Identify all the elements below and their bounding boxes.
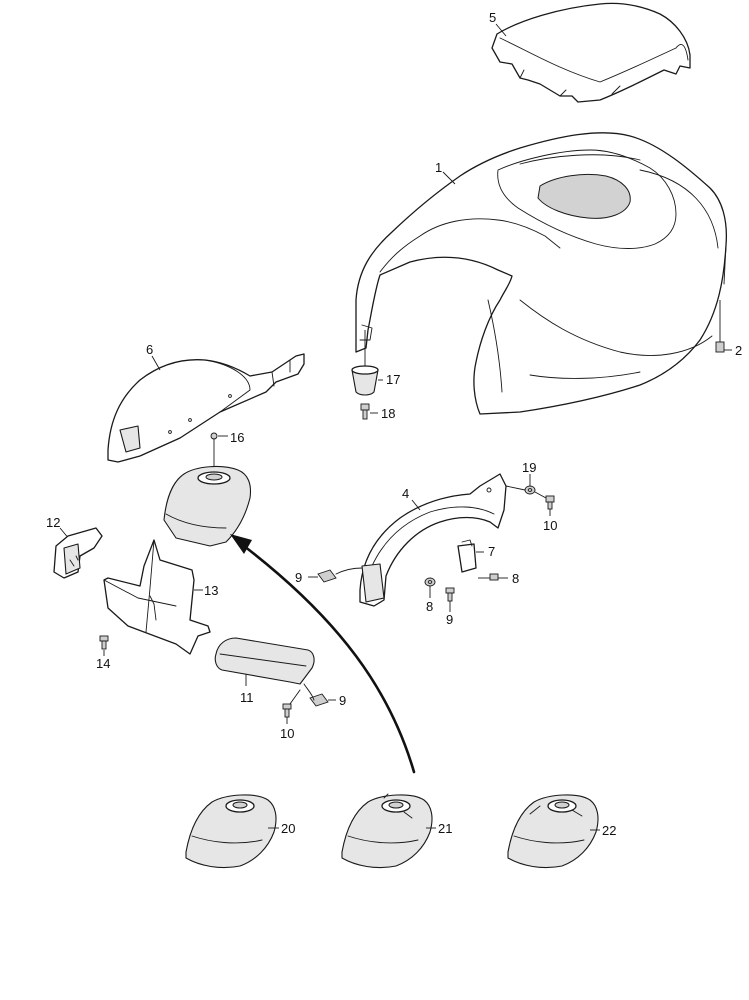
callout-9-lower: 9 xyxy=(339,693,346,708)
callout-6: 7 xyxy=(488,544,495,559)
part-3-top-cover xyxy=(491,2,691,103)
callout-13: 13 xyxy=(204,583,218,598)
part-7-washer xyxy=(424,577,436,598)
part-6-bracket xyxy=(457,539,484,573)
part-10-screw-right xyxy=(534,491,555,516)
callout-3: 5 xyxy=(489,10,496,25)
part-2-screw xyxy=(715,300,732,353)
callout-20: 20 xyxy=(281,821,295,836)
callout-4: 4 xyxy=(402,486,409,501)
part-20-tank-variant xyxy=(185,794,279,869)
part-21-tank-variant xyxy=(341,793,436,869)
part-tank-center xyxy=(163,465,252,547)
part-5-rear-bracket xyxy=(107,353,305,463)
callout-16: 16 xyxy=(230,430,244,445)
part-19-washer xyxy=(505,474,536,495)
part-13-lower-cover xyxy=(103,539,211,655)
callout-8-center: 9 xyxy=(446,612,453,627)
callout-18: 18 xyxy=(381,406,395,421)
callout-11: 11 xyxy=(240,690,254,705)
part-14-screw xyxy=(99,635,109,656)
callout-14: 14 xyxy=(96,656,110,671)
part-8-screw-right xyxy=(478,573,508,581)
callout-8-right: 8 xyxy=(512,571,519,586)
callout-21: 21 xyxy=(438,821,452,836)
callout-1: 1 xyxy=(435,160,442,175)
part-1-main-hood xyxy=(355,132,728,415)
callout-5: 6 xyxy=(146,342,153,357)
callout-10-right: 10 xyxy=(543,518,557,533)
callout-2: 2 xyxy=(735,343,742,358)
callout-12: 12 xyxy=(46,515,60,530)
part-8-screw-center xyxy=(445,587,455,612)
callout-labels: 5 1 2 6 17 18 16 19 4 10 12 7 9 8 13 8 9… xyxy=(46,10,742,838)
callout-10-lower: 10 xyxy=(280,726,294,741)
part-4-front-fender xyxy=(359,473,507,607)
part-22-tank-variant xyxy=(507,794,600,869)
part-9-clip-lower xyxy=(303,683,336,707)
callout-7: 8 xyxy=(426,599,433,614)
part-11-side-panel xyxy=(214,637,315,686)
part-10-screw-lower xyxy=(282,689,301,724)
part-16-pin xyxy=(210,432,228,470)
part-12-bracket xyxy=(53,527,103,579)
callout-19: 19 xyxy=(522,460,536,475)
part-17-buffer xyxy=(351,330,383,396)
part-9-clip-upper xyxy=(308,567,363,583)
assembly-arrow xyxy=(230,534,416,774)
callout-9-upper: 9 xyxy=(295,570,302,585)
part-18-screw xyxy=(360,403,378,420)
callout-17: 17 xyxy=(386,372,400,387)
callout-22: 22 xyxy=(602,823,616,838)
